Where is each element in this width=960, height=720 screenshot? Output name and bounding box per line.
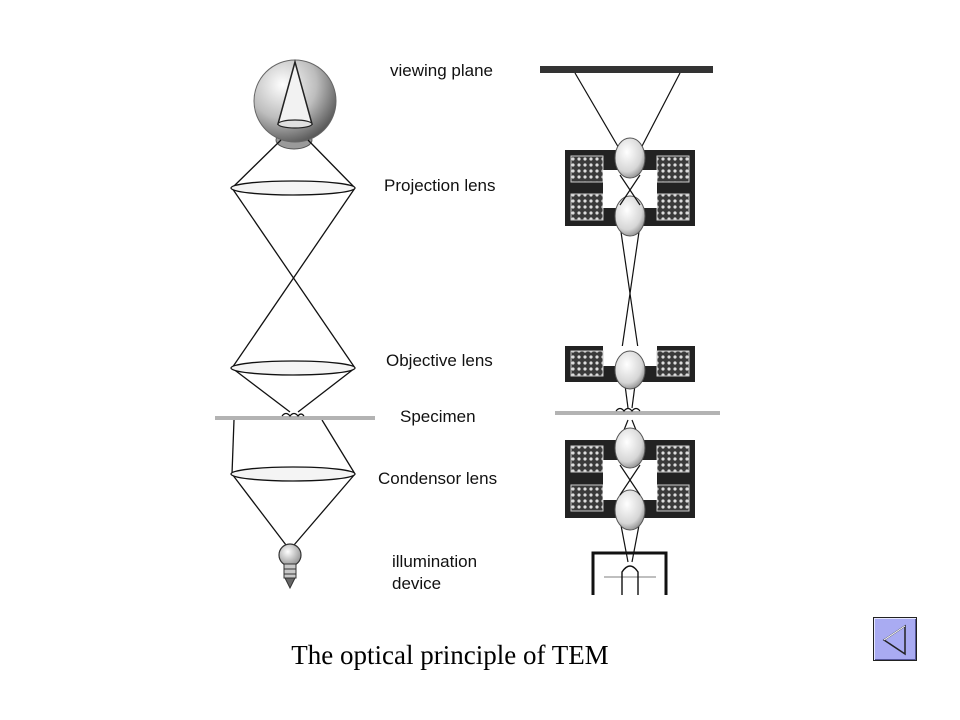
label-illumination-line1: illumination	[392, 552, 477, 571]
tem-projection-lens	[565, 137, 695, 237]
light-objective-lens	[230, 360, 356, 376]
label-specimen: Specimen	[400, 407, 476, 426]
light-projection-lens	[230, 180, 356, 196]
electron-gun-icon	[591, 551, 668, 595]
diagram-labels: viewing plane Projection lens Objective …	[378, 61, 497, 593]
light-microscope-column	[215, 59, 375, 590]
tem-condensor-lens	[565, 427, 695, 531]
light-condensor-lens	[230, 466, 356, 482]
label-objective-lens: Objective lens	[386, 351, 493, 370]
back-navigation-button[interactable]	[873, 617, 917, 661]
tem-specimen-holder	[555, 411, 720, 415]
light-specimen-sample	[281, 412, 305, 417]
viewing-plane-screen	[540, 66, 713, 73]
tem-objective-lens	[565, 346, 695, 390]
label-condensor-lens: Condensor lens	[378, 469, 497, 488]
eye-icon	[253, 59, 337, 150]
tem-specimen-sample	[615, 407, 641, 412]
label-illumination-line2: device	[392, 574, 441, 593]
figure-caption: The optical principle of TEM	[291, 640, 609, 670]
triangle-left-icon	[882, 624, 906, 656]
light-ray-paths	[231, 139, 356, 546]
tem-column	[540, 66, 720, 595]
light-bulb-icon	[278, 543, 302, 590]
label-viewing-plane: viewing plane	[390, 61, 493, 80]
light-specimen-slide	[215, 416, 375, 420]
label-projection-lens: Projection lens	[384, 176, 496, 195]
